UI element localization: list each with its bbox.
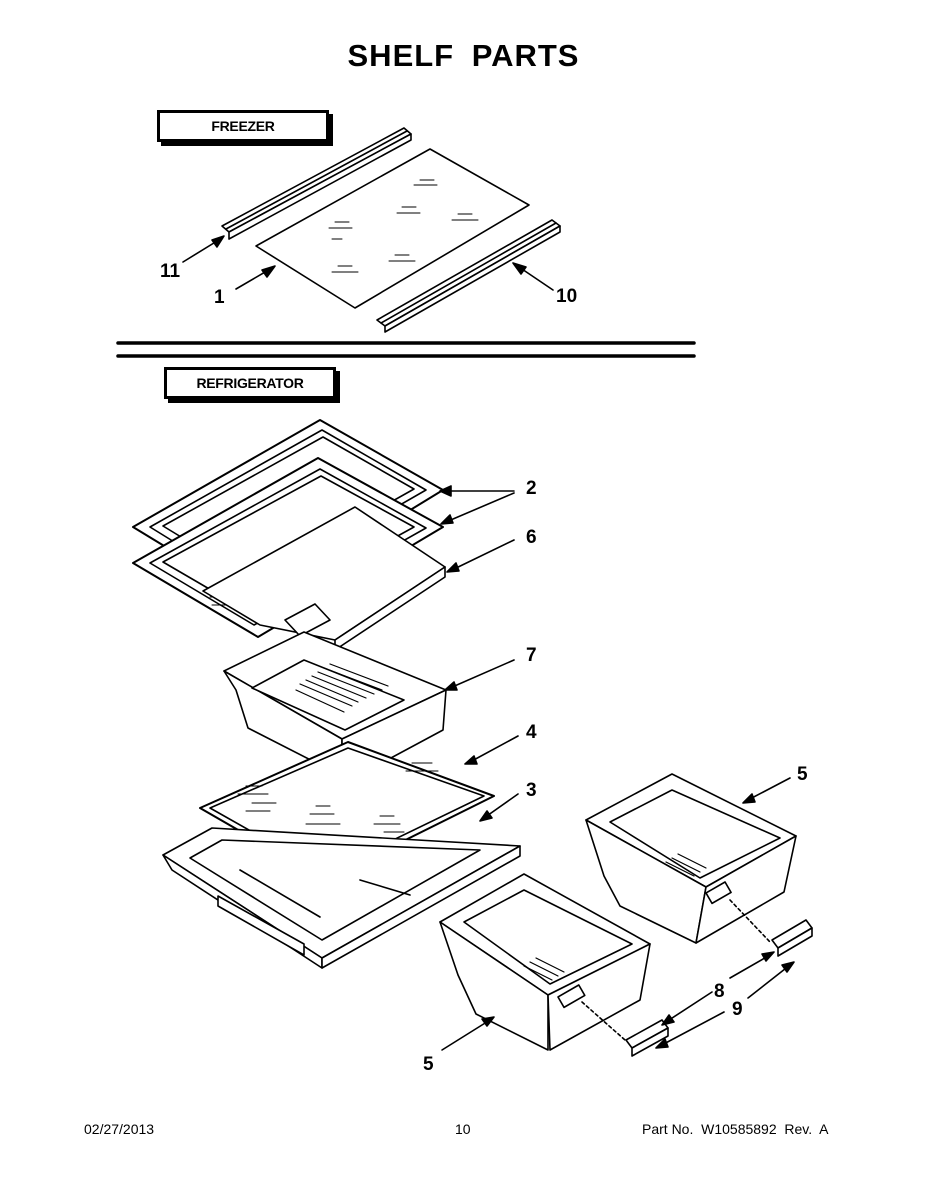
callout-10: 10 [556,286,577,307]
leader-6 [446,539,515,573]
callout-5-right: 5 [797,764,808,785]
leader-9 [655,961,795,1049]
leader-1 [235,265,276,290]
crisper-drawer-small [223,631,447,781]
callout-1: 1 [214,287,225,308]
drawer-stop-left [581,1001,669,1057]
crisper-drawer-left [439,873,651,1051]
freezer-shelf-trim-left [221,127,412,240]
leader-4 [464,735,519,765]
leader-5-right [742,777,791,804]
callout-9: 9 [732,999,743,1020]
callout-4: 4 [526,722,537,743]
callout-3: 3 [526,780,537,801]
leader-7 [444,659,515,691]
freezer-glass-shelf [255,148,530,309]
callout-11: 11 [160,261,181,282]
callout-7: 7 [526,645,537,666]
callout-6: 6 [526,527,537,548]
callout-8: 8 [714,981,725,1002]
drawer-stop-right [729,899,813,957]
page-title: SHELF PARTS [347,38,580,73]
leader-2 [439,485,515,525]
freezer-section-label: FREEZER [157,110,329,142]
leader-8 [661,951,775,1026]
crisper-shelf-frame [162,827,521,969]
leader-11 [182,235,225,263]
leader-3 [479,793,519,822]
footer-page-number: 10 [455,1121,471,1137]
leader-10 [512,262,554,291]
crisper-drawer-right [585,773,797,944]
leader-5-left [441,1016,495,1051]
footer-date: 02/27/2013 [84,1121,155,1137]
refrigerator-section-label: REFRIGERATOR [164,367,336,399]
freezer-shelf-trim-right [376,219,561,333]
callout-5-left: 5 [423,1054,434,1075]
callout-2: 2 [526,478,537,499]
footer-part-number: Part No. W10585892 Rev. A [642,1121,829,1137]
section-divider [116,341,696,358]
